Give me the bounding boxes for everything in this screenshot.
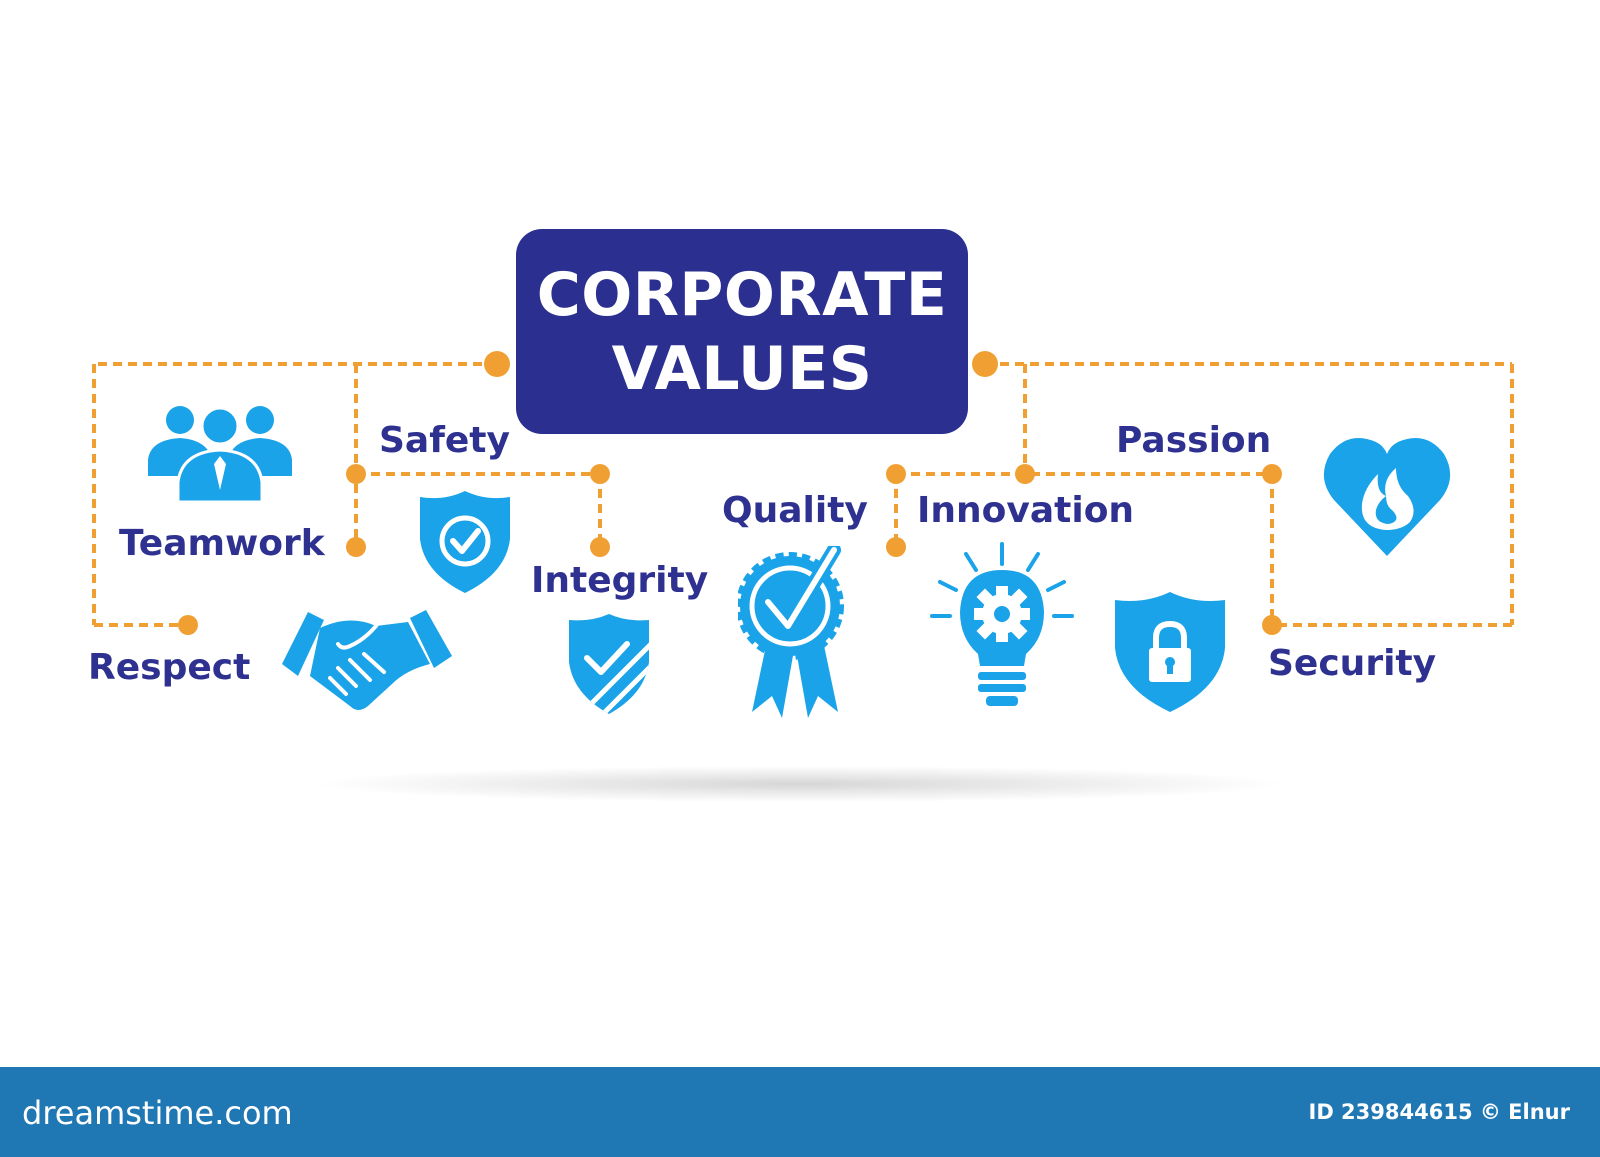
label-safety: Safety [379, 420, 510, 461]
label-respect: Respect [88, 647, 251, 688]
title-line-2: VALUES [611, 333, 873, 404]
label-innovation: Innovation [917, 490, 1135, 531]
footer-brand: dreamstime.com [22, 1094, 293, 1132]
label-quality: Quality [722, 490, 868, 531]
label-security: Security [1268, 643, 1437, 684]
title-line-1: CORPORATE [536, 259, 948, 330]
label-integrity: Integrity [531, 560, 709, 601]
award-ribbon-check-icon [738, 546, 844, 718]
label-teamwork: Teamwork [119, 523, 325, 564]
connector-node [1262, 615, 1282, 635]
lightbulb-gear-icon [930, 542, 1074, 706]
heart-flame-icon [1323, 438, 1451, 556]
footer-bar: dreamstime.com ID 239844615 © Elnur [0, 1067, 1600, 1157]
connector-node [484, 351, 510, 377]
label-passion: Passion [1116, 420, 1272, 461]
shield-check-icon [420, 491, 510, 593]
handshake-icon [282, 610, 452, 710]
connector-node [1015, 464, 1035, 484]
connector-node [178, 615, 198, 635]
shield-lock-icon [1115, 592, 1225, 712]
connector-node [972, 351, 998, 377]
team-people-icon [148, 406, 292, 504]
connector-node [346, 464, 366, 484]
connector-node [590, 464, 610, 484]
connector-node [1262, 464, 1282, 484]
connector-node [886, 537, 906, 557]
connector-node [886, 464, 906, 484]
shield-striped-check-icon [569, 614, 649, 714]
connector-node [590, 537, 610, 557]
title-box: CORPORATE VALUES [516, 229, 968, 434]
floor-shadow [320, 766, 1280, 802]
connector-node [346, 537, 366, 557]
footer-image-id: ID 239844615 © Elnur [1308, 1100, 1571, 1124]
